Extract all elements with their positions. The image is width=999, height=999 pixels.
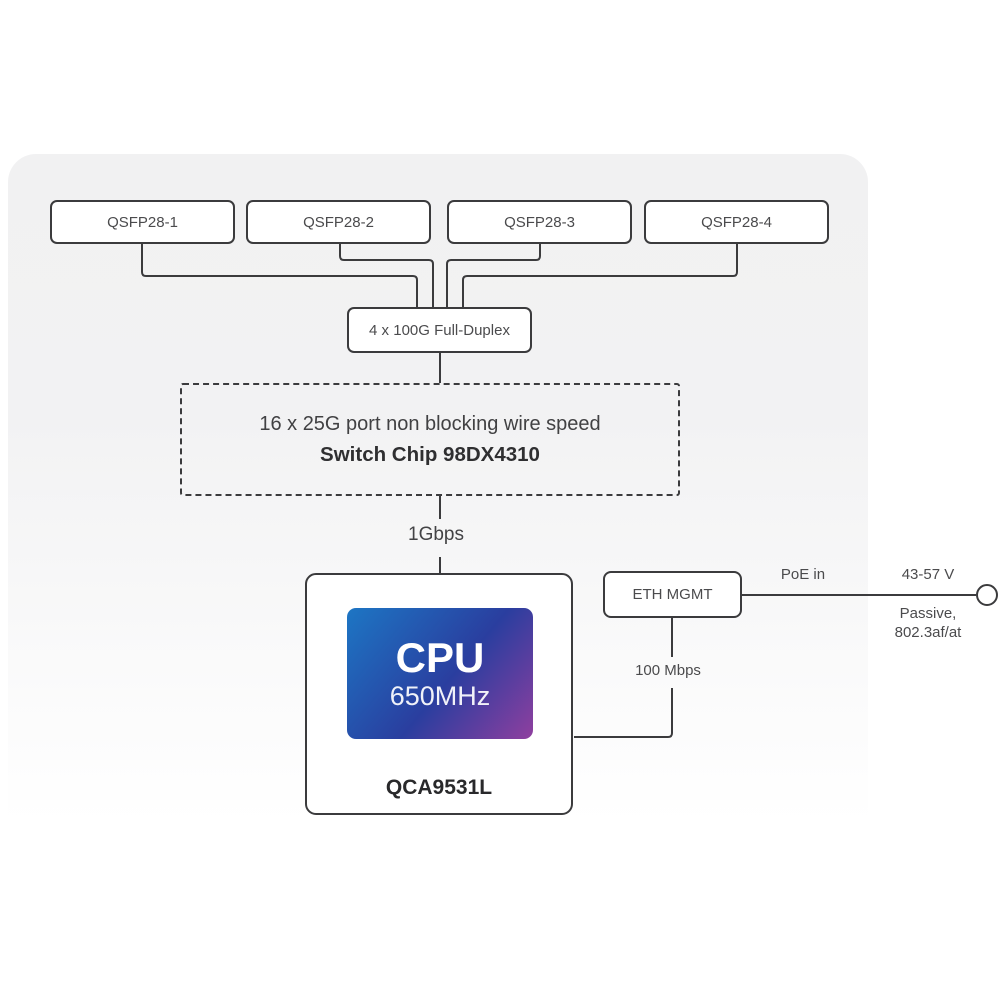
cpu-die: CPU 650MHz (347, 608, 533, 739)
port-label: QSFP28-1 (107, 213, 178, 231)
cpu-label: CPU (395, 634, 485, 681)
cpu-model: QCA9531L (385, 776, 493, 799)
eth-mgmt-box: ETH MGMT (603, 571, 742, 618)
poe-in-label: PoE in (780, 566, 826, 583)
uplink-aggregate-box: 4 x 100G Full-Duplex (347, 307, 532, 353)
chip-cpu-link-speed-label: 1Gbps (408, 524, 464, 545)
port-box-qsfp28-4: QSFP28-4 (644, 200, 829, 244)
switch-chip-box: 16 x 25G port non blocking wire speed Sw… (180, 383, 680, 496)
eth-mgmt-label: ETH MGMT (632, 586, 713, 603)
port-label: QSFP28-4 (701, 213, 772, 231)
cpu-frequency: 650MHz (389, 681, 491, 711)
port-label: QSFP28-3 (504, 213, 575, 231)
poe-port-connector (976, 584, 998, 606)
poe-type-line2: 802.3af/at (894, 624, 962, 641)
port-box-qsfp28-1: QSFP28-1 (50, 200, 235, 244)
poe-voltage-label: 43-57 V (901, 566, 955, 583)
uplink-label: 4 x 100G Full-Duplex (369, 321, 510, 339)
eth-link-speed-label: 100 Mbps (635, 662, 701, 679)
port-box-qsfp28-2: QSFP28-2 (246, 200, 431, 244)
port-box-qsfp28-3: QSFP28-3 (447, 200, 632, 244)
switch-chip-name: Switch Chip 98DX4310 (320, 442, 540, 466)
poe-type-line1: Passive, (899, 605, 957, 622)
switch-chip-description: 16 x 25G port non blocking wire speed (259, 412, 601, 435)
poe-type-label: Passive, 802.3af/at (858, 604, 998, 642)
cpu-box: CPU 650MHz QCA9531L (305, 573, 573, 815)
port-label: QSFP28-2 (303, 213, 374, 231)
